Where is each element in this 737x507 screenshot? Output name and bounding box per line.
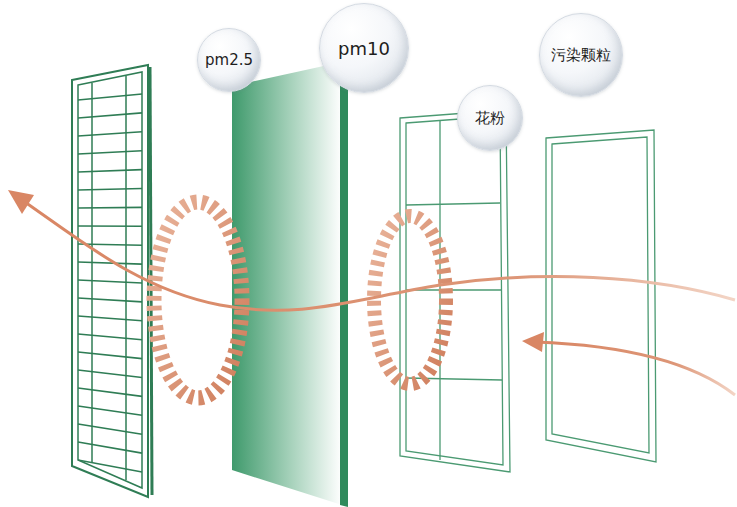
grille-slat <box>78 424 142 434</box>
grille-slat <box>78 280 142 283</box>
mesh-frame <box>400 110 510 472</box>
airflow-ring <box>374 216 446 384</box>
grille-slat <box>78 388 142 396</box>
particle-label: 花粉 <box>475 109 505 128</box>
grille-slat <box>78 113 142 118</box>
grille-slat <box>78 406 142 415</box>
arrowhead <box>8 190 34 214</box>
grille-slat <box>78 262 142 264</box>
grille-slat <box>78 170 142 172</box>
grille-slat <box>78 442 142 453</box>
arrowhead <box>522 332 544 352</box>
grille-slat <box>78 189 142 191</box>
grille-slat <box>78 298 142 302</box>
grille-slat <box>78 207 142 209</box>
grille-slat <box>78 132 142 136</box>
grille-slat <box>78 352 142 359</box>
grille-slat <box>78 94 142 100</box>
grille-frame <box>72 65 152 497</box>
grille-slat <box>78 151 142 154</box>
grille-slat <box>78 334 142 340</box>
grille-slat <box>78 460 142 472</box>
grille-slat <box>78 225 142 227</box>
particle-bubble: 花粉 <box>457 85 523 151</box>
particle-label: 污染颗粒 <box>551 46 611 65</box>
particle-bubble: pm10 <box>319 3 409 93</box>
grille-slat <box>78 370 142 378</box>
particle-label: pm2.5 <box>205 51 253 69</box>
airflow-arrow <box>22 200 735 310</box>
grille-slat <box>78 316 142 321</box>
particle-label: pm10 <box>338 38 390 59</box>
particle-bubble: pm2.5 <box>197 28 261 92</box>
hepa-panel <box>232 62 342 505</box>
particle-bubble: 污染颗粒 <box>539 13 623 97</box>
panel-edge <box>340 58 348 507</box>
pre-filter-frame <box>546 130 656 462</box>
inflow-arrow <box>535 342 735 395</box>
